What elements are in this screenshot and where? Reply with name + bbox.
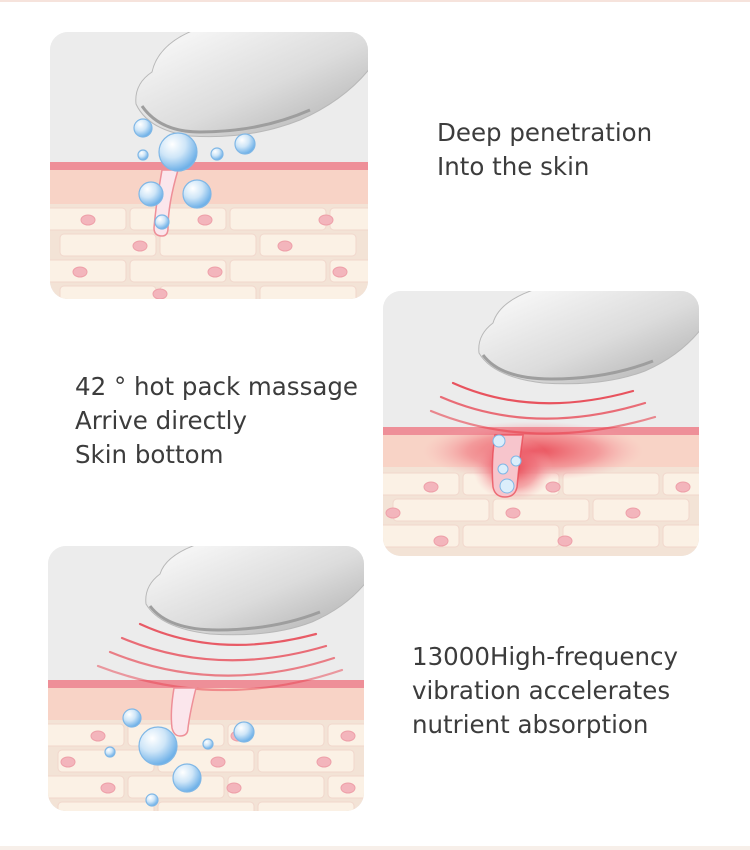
caption-line: nutrient absorption [412,710,649,739]
caption-line: Deep penetration [437,118,653,147]
caption-line: Into the skin [437,152,590,181]
hot-pack-illustration [383,291,699,556]
water-droplet-icon [133,118,256,230]
bottom-divider [0,846,750,850]
top-divider [0,0,750,2]
hot-pack-svg [383,291,699,556]
caption-line: Arrive directly [75,406,247,435]
vibration-svg [48,546,364,811]
vibration-caption: 13000High-frequency vibration accelerate… [412,640,678,742]
heat-wave-icon [429,381,657,435]
hot-pack-caption: 42 ° hot pack massage Arrive directly Sk… [75,370,358,472]
caption-line: 42 ° hot pack massage [75,372,358,401]
penetration-caption: Deep penetration Into the skin [437,116,652,184]
caption-line: Skin bottom [75,440,224,469]
heat-wave-icon [96,622,344,692]
vibration-illustration [48,546,364,811]
water-droplet-icon [104,708,255,807]
penetration-illustration [50,32,368,299]
caption-line: vibration accelerates [412,676,671,705]
caption-line: 13000High-frequency [412,642,678,671]
penetration-svg [50,32,368,299]
